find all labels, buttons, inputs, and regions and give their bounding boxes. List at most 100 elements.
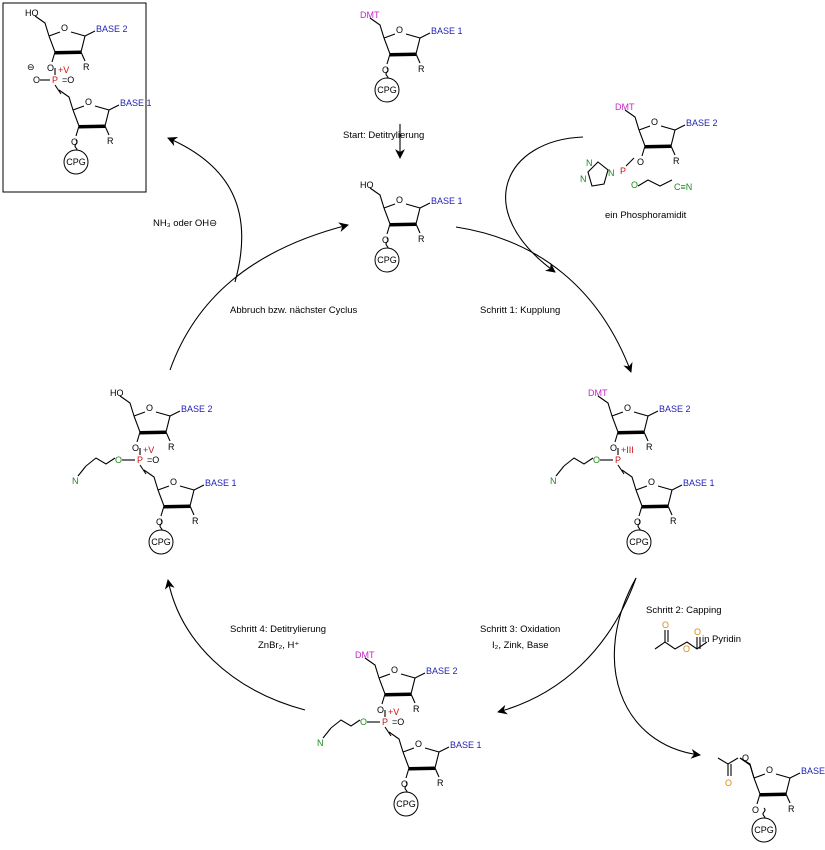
three-prime-oxygen: O	[752, 805, 759, 815]
label-step3-line1: Schritt 3: Oxidation	[480, 624, 560, 635]
cpg-support: CPG	[393, 781, 419, 817]
arrow-step3	[497, 577, 637, 715]
ring-oxygen: O	[170, 477, 177, 487]
three-prime-oxygen: O	[382, 235, 389, 245]
oxidation-state: +V	[58, 65, 69, 75]
three-prime-oxygen: O	[610, 443, 617, 453]
three-prime-oxygen: O	[132, 443, 139, 453]
nitrile-nitrogen: N	[317, 738, 324, 748]
cpg-support: CPG	[63, 139, 89, 175]
base-label: BASE 2	[659, 404, 691, 414]
ring-oxygen: O	[146, 403, 153, 413]
phosphorus-atom: P	[382, 717, 388, 727]
label-abbruch: Abbruch bzw. nächster Cyclus	[230, 305, 358, 316]
cpg-label: CPG	[629, 537, 649, 547]
label-step4-line1: Schritt 4: Detitrylierung	[230, 624, 326, 635]
three-prime-oxygen: O	[634, 517, 641, 527]
r-group: R	[437, 778, 444, 788]
cycle-arrows	[164, 124, 701, 759]
arrow-step4	[164, 579, 306, 711]
base-label: BASE 1	[120, 98, 152, 108]
ring-oxygen: O	[624, 403, 631, 413]
r-group: R	[670, 516, 677, 526]
ring-oxygen: O	[391, 665, 398, 675]
captions: Start: Detitrylierung Schritt 1: Kupplun…	[153, 130, 741, 651]
five-prime-group: DMT	[615, 102, 635, 112]
five-prime-group: HO	[360, 180, 374, 190]
label-step4-line2: ZnBr₂, H⁺	[258, 640, 299, 651]
oxidation-state: +III	[621, 445, 634, 455]
sugar-unit: O BASE : R O	[739, 757, 825, 815]
base-label: BASE 1	[683, 478, 715, 488]
r-group: R	[418, 64, 425, 74]
p-double-o: =O	[392, 717, 404, 727]
label-nh3: NH₃ oder OH⊖	[153, 218, 217, 229]
cpg-support: CPG	[626, 519, 652, 555]
r-group: R	[673, 156, 680, 166]
three-prime-oxygen: O	[71, 137, 78, 147]
p-double-o: =O	[62, 75, 74, 85]
acetic-anhydride: O O O	[654, 620, 708, 654]
base-label: BASE 1	[431, 26, 463, 36]
sugar-unit: O BASE 1 R O	[388, 731, 482, 789]
ring-oxygen: O	[648, 477, 655, 487]
ring-oxygen: O	[85, 97, 92, 107]
p-double-o: =O	[147, 455, 159, 465]
r-group: R	[788, 804, 795, 814]
five-prime-group: DMT	[355, 650, 375, 660]
r-group: R	[168, 442, 175, 452]
ring-oxygen: O	[415, 739, 422, 749]
cpg-label: CPG	[754, 825, 774, 835]
cpg-support: CPG	[374, 237, 400, 273]
base-label: BASE 2	[426, 666, 458, 676]
ring-oxygen: O	[651, 117, 658, 127]
five-prime-group: DMT	[588, 388, 608, 398]
arrow-abbruch	[169, 222, 349, 371]
arrow-cleavage	[167, 137, 243, 283]
phosphorus-linker: P+V=O O N	[72, 445, 159, 486]
ring-oxygen: O	[396, 195, 403, 205]
cpg-support: CPG	[751, 807, 777, 843]
cpg-support: CPG	[374, 67, 400, 103]
nitrile-nitrogen: N	[72, 476, 79, 486]
phosphorus-atom: P	[137, 455, 143, 465]
five-prime-group: HO	[110, 388, 124, 398]
base-label: BASE 1	[450, 740, 482, 750]
label-step2: Schritt 2: Capping	[646, 605, 722, 616]
label-start: Start: Detitrylierung	[343, 130, 424, 141]
five-prime-group: DMT	[360, 10, 380, 20]
cpg-label: CPG	[377, 255, 397, 265]
base-label: BASE 2	[686, 118, 718, 128]
anion-oxygen: O	[33, 75, 40, 85]
label-step1: Schritt 1: Kupplung	[480, 305, 560, 316]
r-group: R	[83, 62, 90, 72]
ce-oxygen: O	[360, 717, 367, 727]
base-label: BASE 2	[96, 24, 128, 34]
r-group: R	[418, 234, 425, 244]
three-prime-oxygen: O	[637, 157, 644, 167]
arrow-step1	[455, 226, 633, 373]
ring-oxygen: O	[766, 765, 773, 775]
phosphorus-linker: P+V=OON	[317, 707, 404, 748]
product-box	[2, 2, 147, 193]
phosphorus-linker: P+V=O⊖O	[27, 62, 74, 95]
base-label: BASE :	[801, 766, 825, 776]
oxidation-state: +V	[143, 445, 154, 455]
cpg-label: CPG	[151, 537, 171, 547]
ce-oxygen: O	[593, 455, 600, 465]
three-prime-oxygen: O	[401, 779, 408, 789]
three-prime-oxygen: O	[156, 517, 163, 527]
charge: ⊖	[27, 62, 35, 72]
